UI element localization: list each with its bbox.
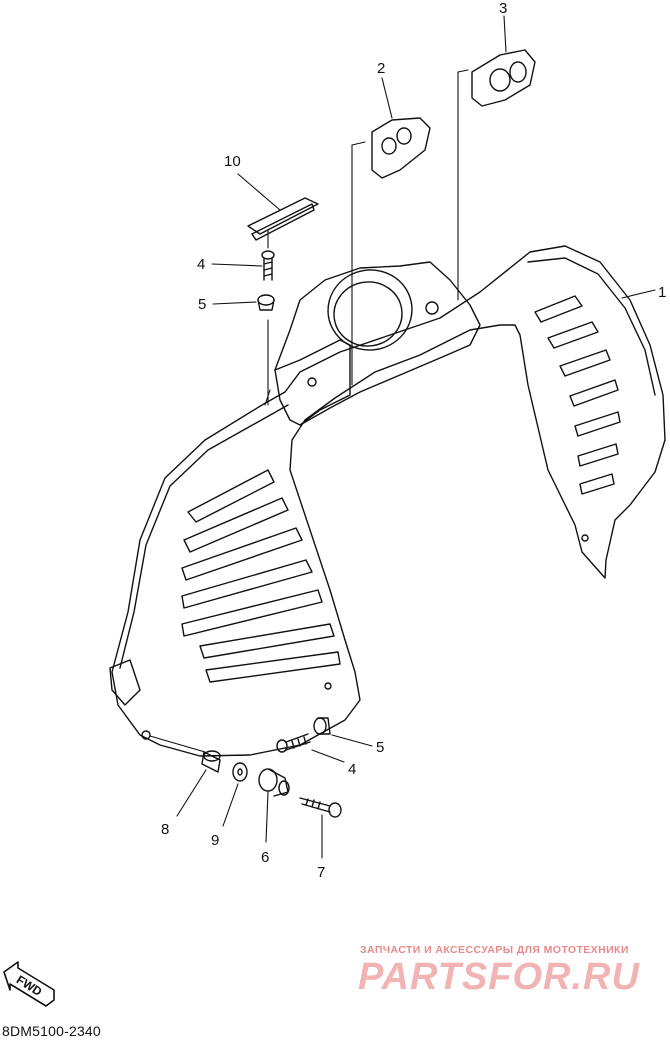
damper-part-6: [258, 768, 290, 797]
fwd-arrow-icon: FWD: [3, 961, 55, 1007]
front-cover-body: [109, 245, 666, 757]
callout-7: 7: [317, 864, 325, 881]
bolt-part-7: [299, 797, 342, 818]
callout-5-upper: 5: [198, 296, 206, 313]
callout-4-lower: 4: [348, 761, 356, 778]
callout-9: 9: [211, 832, 219, 849]
bracket-part-2: [371, 117, 431, 179]
watermark-tagline: ЗАПЧАСТИ И АКСЕССУАРЫ ДЛЯ МОТОТЕХНИКИ: [360, 944, 629, 956]
callout-10: 10: [224, 153, 241, 170]
callout-6: 6: [261, 849, 269, 866]
callout-labels: 1 2 3 4 4 5 5 6 7 8 9 10: [161, 0, 666, 881]
drawing-code: 8DM5100-2340: [2, 1023, 101, 1039]
callout-4-upper: 4: [197, 256, 205, 273]
meter-housing: [274, 261, 481, 426]
callout-3: 3: [499, 0, 507, 17]
callout-8: 8: [161, 821, 169, 838]
screw-part-4-upper: [261, 250, 275, 281]
watermark-brand: PARTSFOR.RU: [358, 956, 640, 998]
leader-lines: [149, 15, 656, 859]
bracket-part-3: [471, 49, 536, 107]
callout-1: 1: [658, 284, 666, 301]
callout-2: 2: [377, 60, 385, 77]
collar-part-8: [201, 750, 221, 773]
grommet-part-5-lower: [313, 717, 331, 735]
strip-part-10: [247, 197, 319, 241]
callout-5-lower: 5: [376, 739, 384, 756]
grommet-part-5-upper: [257, 294, 275, 311]
screw-part-4-lower: [276, 733, 311, 753]
washer-part-9: [232, 762, 248, 782]
